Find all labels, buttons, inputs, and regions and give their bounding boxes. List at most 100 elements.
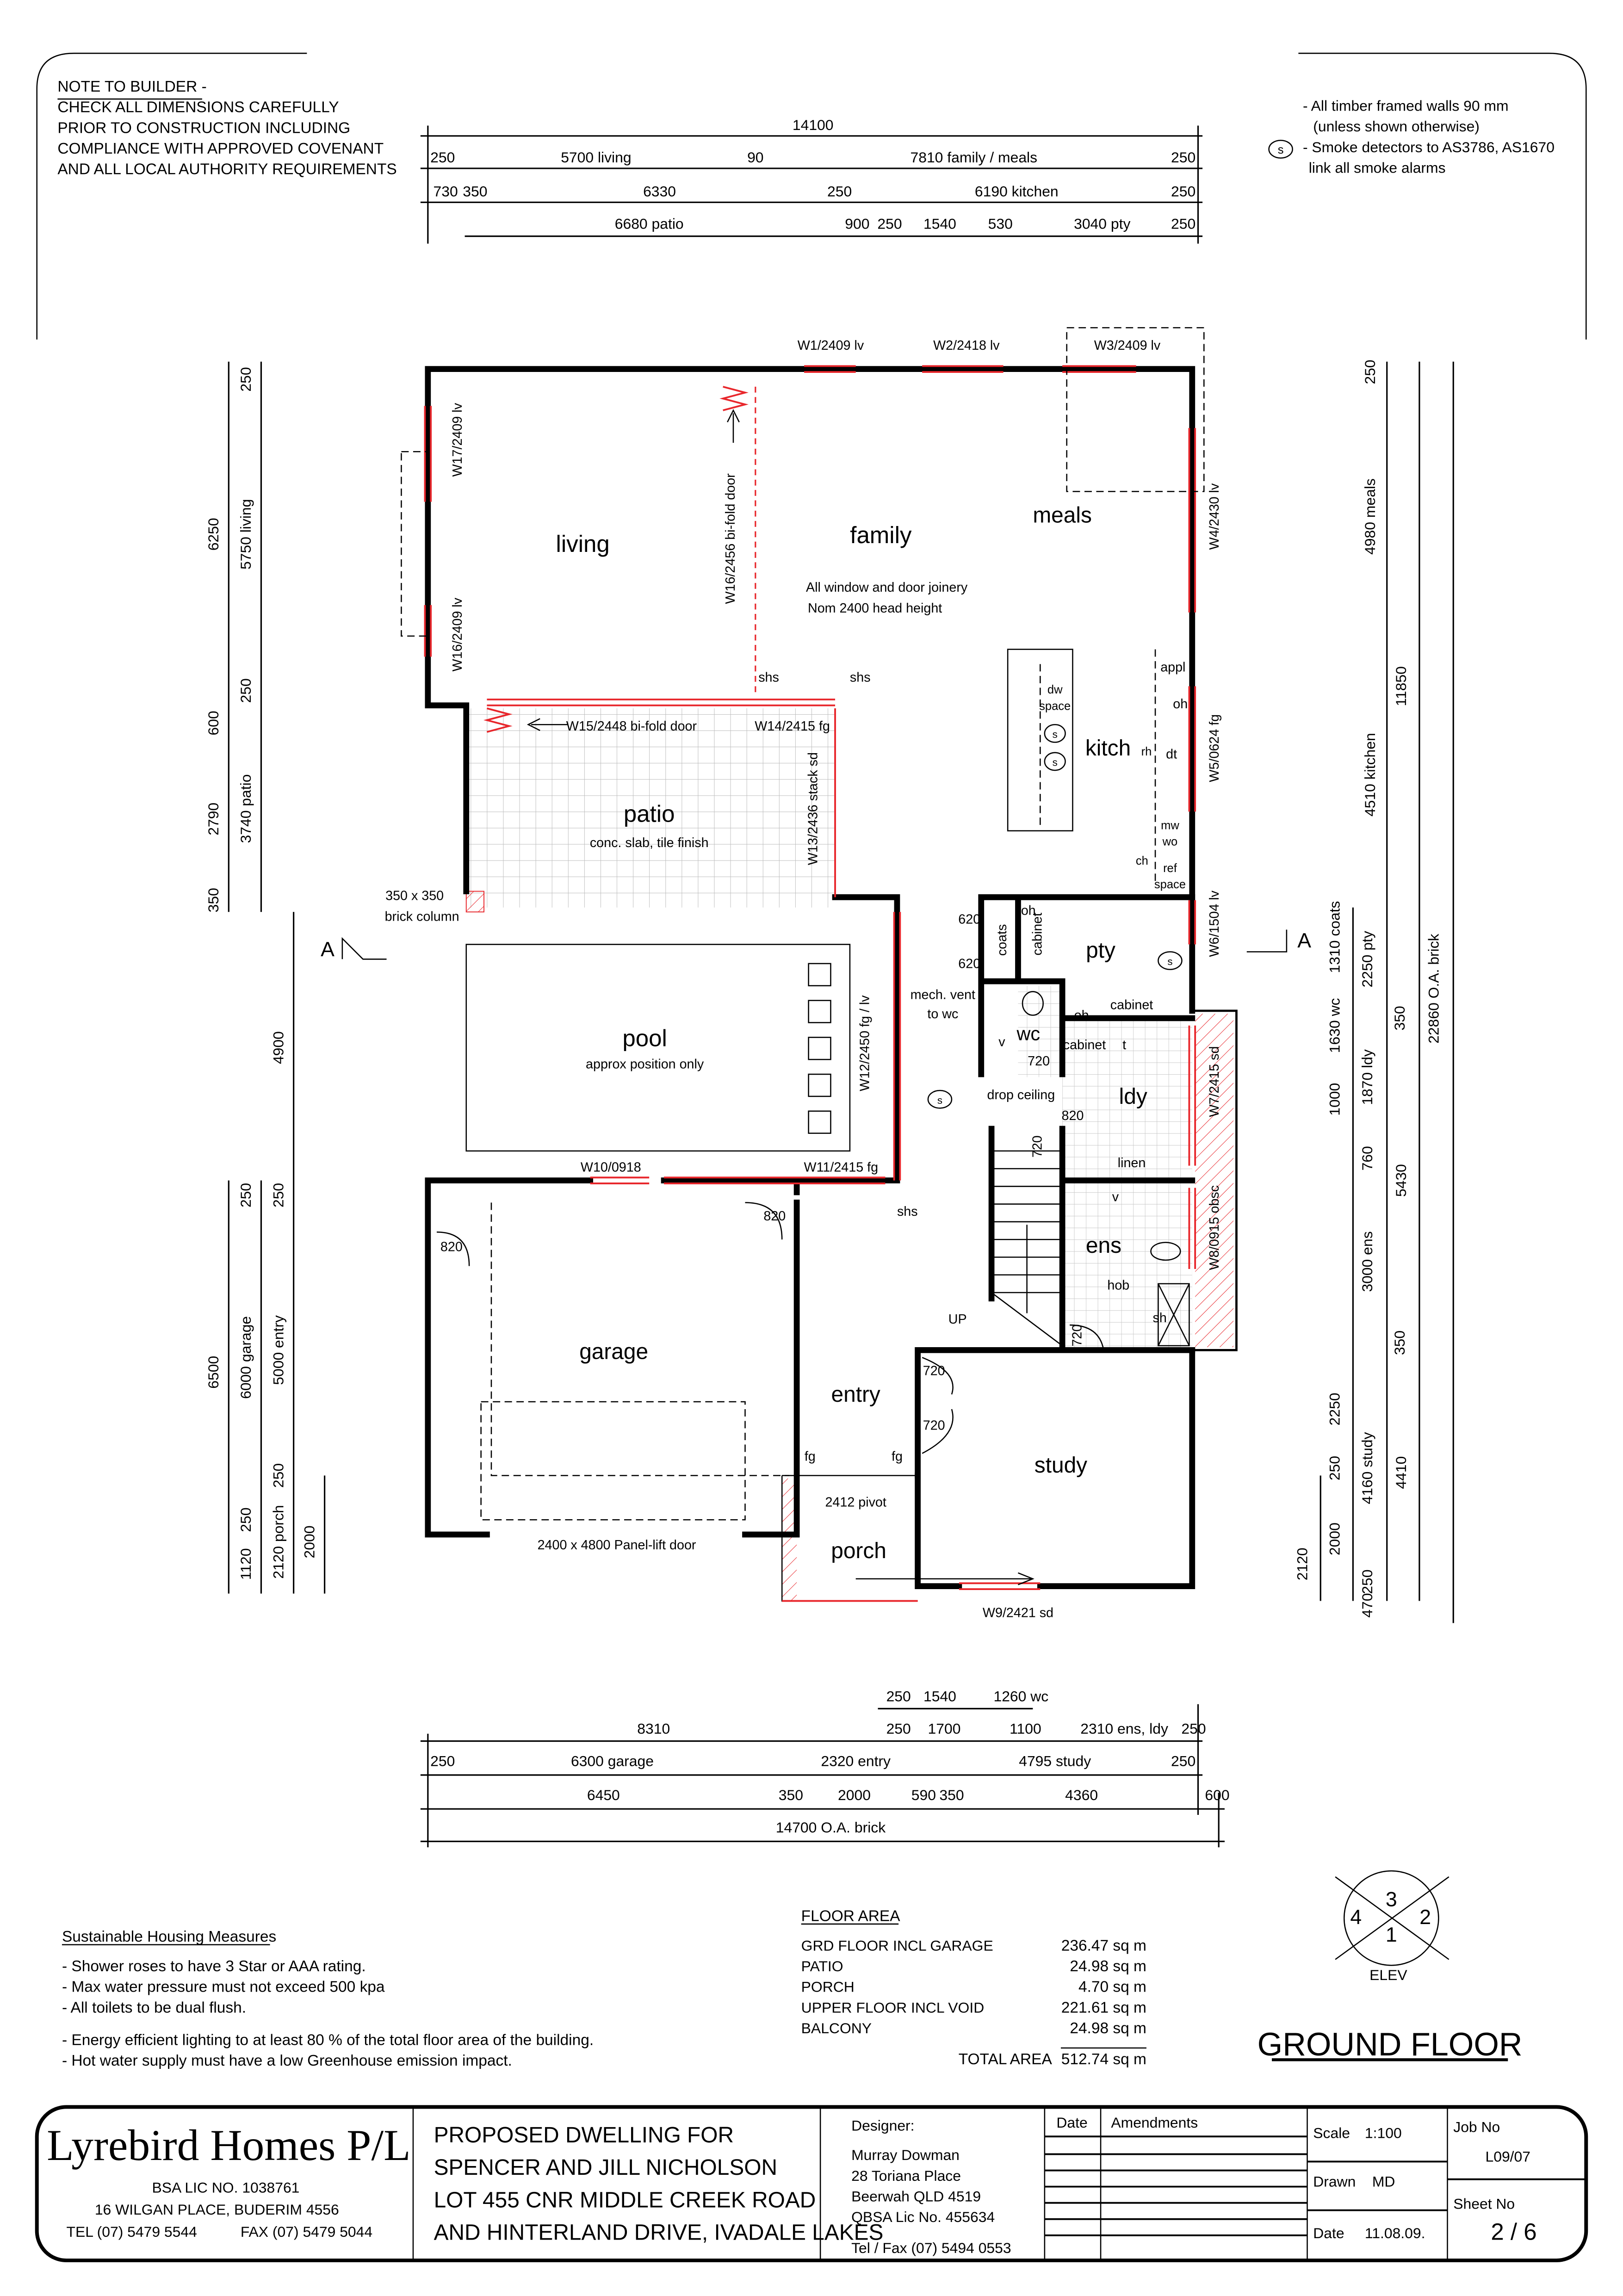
shower xyxy=(1158,1283,1190,1347)
dimension-label: 2000 xyxy=(301,1526,317,1559)
floor-area-label: BALCONY xyxy=(801,2020,872,2036)
dimension-label: 6680 patio xyxy=(615,216,684,232)
dimension-label: 2120 xyxy=(1294,1547,1311,1580)
fixture-label: 820 xyxy=(763,1209,786,1224)
dimension-label: 4795 study xyxy=(1019,1753,1091,1770)
window-label: W6/1504 lv xyxy=(1207,890,1222,957)
designer-line: Tel / Fax (07) 5494 0553 xyxy=(851,2240,1011,2256)
smoke-detector-symbol: s xyxy=(937,1095,942,1106)
drawing-line xyxy=(1319,361,1454,1623)
floor-area-label: GRD FLOOR INCL GARAGE xyxy=(801,1937,993,1954)
sheet-no-value: 2 / 6 xyxy=(1491,2218,1536,2245)
fixture-label: ch xyxy=(1136,854,1148,867)
room-label-kitch: kitch xyxy=(1085,736,1131,761)
floor-area-value: 221.61 sq m xyxy=(1061,1999,1146,2016)
fixture-label: v xyxy=(998,1034,1005,1049)
room-label-joinery_note_2: Nom 2400 head height xyxy=(808,601,942,616)
windows xyxy=(424,365,1196,1602)
builder-note-line: AND ALL LOCAL AUTHORITY REQUIREMENTS xyxy=(57,161,396,178)
drawing-line xyxy=(808,1000,831,1023)
floor-area-total-label: TOTAL AREA xyxy=(959,2051,1053,2068)
drawing-line xyxy=(808,1073,831,1097)
drawn-label: Drawn xyxy=(1313,2173,1356,2190)
fixture-label: appl xyxy=(1160,660,1185,675)
dimension-label: 2000 xyxy=(1326,1522,1343,1555)
dimension-label: 6300 garage xyxy=(571,1753,654,1770)
elevation-number: 2 xyxy=(1419,1906,1431,1929)
pool-outline xyxy=(465,944,851,1152)
section-marker-a: A xyxy=(1297,929,1311,952)
window-label: W5/0624 fg xyxy=(1207,714,1222,782)
builder-note-line: PRIOR TO CONSTRUCTION INCLUDING xyxy=(57,119,350,136)
window-label: W10/0918 xyxy=(581,1160,641,1175)
drawing-line xyxy=(1044,2135,1586,2236)
window-label: W14/2415 fg xyxy=(755,719,830,734)
fixture-label: shs xyxy=(897,1204,918,1219)
dimension-label: 250 xyxy=(877,216,902,232)
dimension-label: 5430 xyxy=(1393,1164,1409,1197)
laundry-tiles xyxy=(1062,1018,1192,1181)
job-no-label: Job No xyxy=(1453,2119,1500,2135)
smoke-detector-icon xyxy=(1044,752,1066,771)
fixture-label: to wc xyxy=(927,1007,958,1021)
smoke-detector-icon xyxy=(1044,724,1066,743)
fixture-label: 350 x 350 xyxy=(385,889,444,904)
border-top-right xyxy=(1298,52,1587,340)
brick-bump-hatch xyxy=(1195,1014,1234,1348)
window-label: W13/2436 stack sd xyxy=(806,752,821,865)
dimension-label: 7810 family / meals xyxy=(910,149,1037,166)
general-note-line: - All timber framed walls 90 mm xyxy=(1303,98,1509,114)
sliding-door-arrow xyxy=(855,1572,1035,1585)
smoke-detectors xyxy=(927,140,1293,1109)
elevation-cross xyxy=(1335,1876,1450,1960)
date-value: 11.08.09. xyxy=(1365,2225,1425,2241)
window-label: W7/2415 sd xyxy=(1207,1046,1222,1117)
fixture-label: 820 xyxy=(1062,1108,1084,1123)
window-label: W2/2418 lv xyxy=(933,338,1000,353)
room-label-joinery_note_1: All window and door joinery xyxy=(806,580,968,595)
title-block xyxy=(35,2105,1588,2263)
amendments-date-header: Date xyxy=(1056,2114,1087,2131)
fixture-label: dt xyxy=(1166,747,1177,762)
general-note-line: - Smoke detectors to AS3786, AS1670 xyxy=(1303,139,1555,155)
drawing-line xyxy=(1188,428,1196,1269)
sustainable-item: - Shower roses to have 3 Star or AAA rat… xyxy=(62,1958,366,1975)
dimension-label: 250 xyxy=(270,1183,286,1207)
floor-area-title: FLOOR AREA xyxy=(801,1908,901,1925)
dimension-label: 4980 meals xyxy=(1362,478,1378,555)
project-line: AND HINTERLAND DRIVE, IVADALE LAKES xyxy=(434,2220,884,2245)
room-label-study: study xyxy=(1035,1453,1087,1478)
dimension-label: 1540 xyxy=(923,1688,956,1704)
fixtures-outlines xyxy=(341,327,1450,1966)
floor-area-label: UPPER FLOOR INCL VOID xyxy=(801,1999,985,2016)
dimension-label: 4160 study xyxy=(1359,1432,1375,1504)
dimension-label: 530 xyxy=(988,216,1013,232)
dimension-label: 350 xyxy=(463,183,487,200)
room-label-porch: porch xyxy=(831,1539,886,1563)
dimension-label: 250 xyxy=(886,1688,911,1704)
window-label: W8/0915 obsc xyxy=(1207,1185,1222,1270)
dimension-label: 3000 ens xyxy=(1359,1231,1375,1292)
drawing-line xyxy=(781,1475,918,1602)
dimension-label: 250 xyxy=(430,1753,455,1770)
drawing-line xyxy=(420,1704,1225,1848)
room-label-ens: ens xyxy=(1086,1233,1121,1258)
fixture-label: ref xyxy=(1163,862,1177,875)
room-label-living: living xyxy=(556,531,610,557)
room-label-wc: wc xyxy=(1016,1023,1040,1045)
dimension-label: 1310 coats xyxy=(1326,901,1343,973)
dimension-label: 470 xyxy=(1359,1593,1375,1618)
dimension-label: 730 xyxy=(434,183,458,200)
smoke-detector-symbol: s xyxy=(1053,757,1058,768)
job-no-value: L09/07 xyxy=(1486,2148,1531,2165)
dimension-label: 2000 xyxy=(838,1787,871,1803)
sustainable-title: Sustainable Housing Measures xyxy=(62,1928,276,1945)
dimension-label: 22860 O.A. brick xyxy=(1425,934,1442,1043)
room-label-patio: patio xyxy=(624,801,675,827)
sustainable-item: - Max water pressure must not exceed 500… xyxy=(62,1979,385,1996)
project-line: PROPOSED DWELLING FOR xyxy=(434,2123,734,2147)
sheet-border xyxy=(36,52,1587,340)
fixture-label: 2412 pivot xyxy=(825,1495,886,1510)
window-label: W17/2409 lv xyxy=(450,402,465,477)
smoke-detector-symbol: s xyxy=(1053,729,1058,740)
